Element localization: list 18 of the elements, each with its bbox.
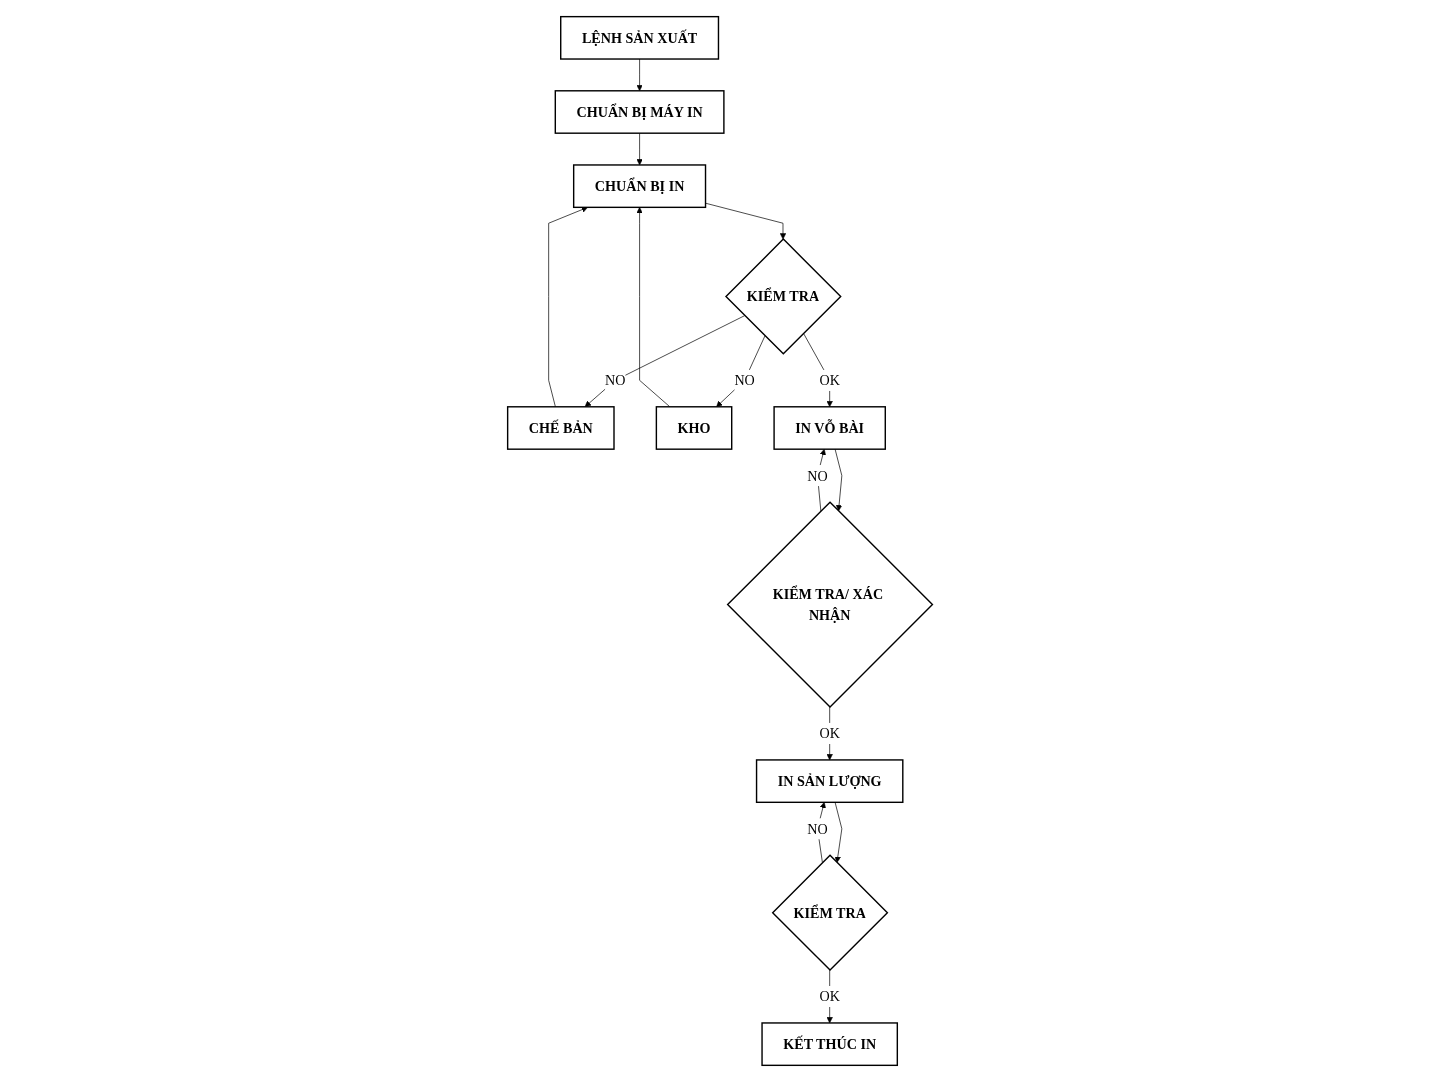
node-box: CHUẨN BỊ MÁY IN (555, 89, 726, 134)
edge-label: OK (819, 372, 841, 388)
edge-label: NO (734, 372, 756, 388)
node-box: LỆNH SẢN XUẤT (560, 15, 720, 60)
node-diamond: KIỂM TRA (772, 853, 889, 971)
edge-label: NO (807, 820, 829, 837)
node-diamond: KIỂM TRA/ XÁC NHẬN (727, 500, 934, 708)
node-box: KHO (656, 405, 733, 450)
edge-label: OK (819, 988, 841, 1004)
node-box: KẾT THÚC IN (761, 1021, 899, 1066)
node-diamond: KIỂM TRA (725, 237, 843, 355)
node-box: CHUẨN BỊ IN (573, 163, 707, 208)
edge-label: NO (807, 467, 829, 483)
node-box: CHẾ BẢN (507, 405, 616, 450)
node-box: IN VỖ BÀI (773, 405, 887, 450)
edge-label: OK (819, 725, 841, 741)
node-box: IN SẢN LƯỢNG (756, 758, 904, 803)
edge-label: NO (605, 372, 626, 388)
